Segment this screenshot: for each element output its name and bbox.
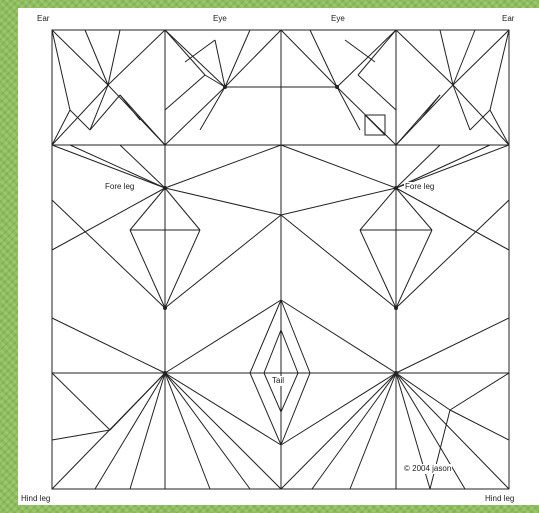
- crease-line: [52, 188, 165, 250]
- copyright-label: © 2004 jason: [403, 464, 452, 474]
- eye-left-label: Eye: [212, 14, 228, 24]
- crease-line: [440, 30, 453, 85]
- crease-line: [281, 188, 396, 215]
- crease-line: [450, 410, 509, 440]
- crease-line: [430, 410, 450, 489]
- hind-leg-right-label: Hind leg: [484, 494, 515, 504]
- crease-line: [165, 75, 205, 110]
- crease-line: [396, 188, 432, 230]
- crease-line: [490, 30, 509, 110]
- crease-line: [165, 145, 281, 188]
- crease-line: [453, 30, 509, 85]
- crease-line: [165, 87, 225, 145]
- crease-line: [281, 215, 396, 308]
- crease-line: [165, 373, 250, 489]
- crease-line: [312, 373, 396, 489]
- hind-leg-left-label: Hind leg: [20, 494, 51, 504]
- crease-line: [450, 373, 509, 410]
- crease-line: [225, 30, 281, 87]
- crease-line: [90, 95, 120, 130]
- crease-line: [281, 373, 396, 489]
- crease-line: [165, 300, 281, 373]
- crease-line: [52, 110, 70, 145]
- crease-line: [165, 230, 200, 308]
- crease-line: [70, 110, 90, 130]
- crease-line: [281, 373, 396, 445]
- crease-line: [185, 40, 215, 62]
- crease-line: [165, 30, 225, 87]
- crease-line: [130, 188, 165, 230]
- crease-line: [360, 230, 396, 308]
- crease-line: [396, 230, 432, 308]
- crease-line: [358, 75, 396, 110]
- fore-leg-right-point: [394, 186, 398, 190]
- crease-line: [310, 30, 337, 87]
- eye-right-label: Eye: [330, 14, 346, 24]
- crease-line: [358, 30, 396, 75]
- crease-line: [52, 30, 108, 85]
- crease-line: [470, 110, 490, 130]
- crease-line: [165, 30, 205, 75]
- reference-point: [394, 306, 398, 310]
- crease-line: [52, 85, 108, 145]
- crease-line: [52, 318, 165, 373]
- crease-line: [165, 215, 281, 308]
- crease-line: [225, 30, 250, 87]
- fore-leg-left-label: Fore leg: [104, 182, 135, 192]
- crease-line: [165, 373, 210, 489]
- crease-line: [396, 200, 509, 308]
- crease-line: [165, 188, 281, 215]
- crease-line: [120, 95, 165, 145]
- crease-line: [52, 200, 165, 308]
- crease-line: [420, 95, 440, 120]
- crease-line: [396, 30, 453, 85]
- crease-line: [345, 40, 375, 62]
- reference-point: [163, 371, 167, 375]
- crease-line: [281, 145, 396, 188]
- crease-line: [396, 318, 509, 373]
- reference-point: [163, 306, 167, 310]
- crease-line: [453, 85, 470, 130]
- reference-point: [223, 85, 227, 89]
- crease-line: [130, 230, 165, 308]
- crease-line: [396, 373, 450, 410]
- ear-left-label: Ear: [36, 14, 50, 24]
- crease-line: [365, 115, 385, 135]
- crease-line: [52, 30, 70, 110]
- fore-leg-right-label: Fore leg: [404, 182, 435, 192]
- crease-line: [165, 373, 281, 489]
- crease-line: [350, 373, 396, 489]
- fore-leg-left-point: [163, 186, 167, 190]
- ear-right-label: Ear: [501, 14, 515, 24]
- tail-label: Tail: [271, 376, 285, 386]
- crease-line: [281, 30, 337, 87]
- crease-line: [215, 40, 225, 87]
- crease-line: [90, 85, 108, 130]
- crease-line: [165, 188, 200, 230]
- crease-line: [337, 87, 360, 130]
- crease-line: [281, 300, 396, 373]
- reference-point: [335, 85, 339, 89]
- crease-line: [165, 373, 281, 445]
- crease-line: [120, 95, 140, 120]
- reference-point: [394, 371, 398, 375]
- crease-line: [337, 30, 396, 87]
- crease-line: [108, 30, 165, 85]
- crease-line: [200, 87, 225, 130]
- crease-line: [360, 188, 396, 230]
- crease-line: [453, 85, 509, 145]
- crease-line: [396, 188, 509, 250]
- crease-line: [453, 30, 475, 85]
- crease-line: [85, 30, 108, 85]
- crease-line: [108, 30, 120, 85]
- crease-line: [52, 373, 110, 430]
- crease-line: [205, 75, 225, 87]
